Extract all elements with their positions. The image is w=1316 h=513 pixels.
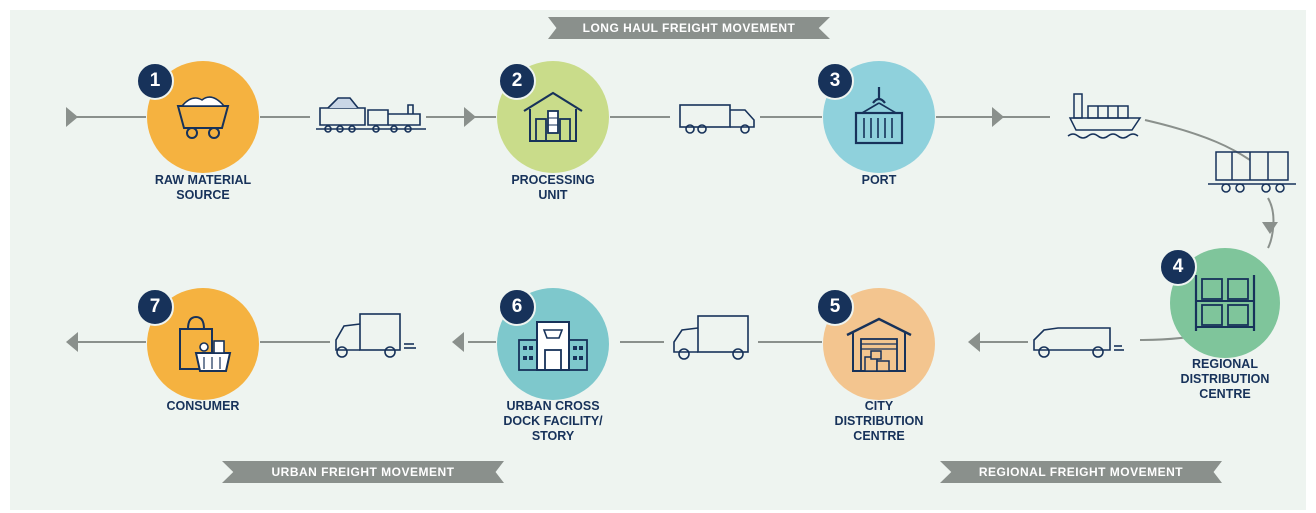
label-urban-cross-dock: URBAN CROSS DOCK FACILITY/ STORY: [503, 399, 603, 443]
ship-icon: [1067, 93, 1142, 139]
long-haul-banner: LONG HAUL FREIGHT MOVEMENT: [548, 17, 830, 39]
warehouse-icon: [846, 317, 912, 372]
badge-1: 1: [136, 62, 174, 100]
label-port: PORT: [861, 173, 897, 187]
flow-lines: [66, 93, 1296, 360]
arrow-start: [66, 107, 78, 127]
badge-3: 3: [816, 62, 854, 100]
label-city-distribution: CITY DISTRIBUTION CENTRE: [834, 399, 924, 443]
delivery-trike-icon: [335, 313, 416, 358]
regional-banner: REGIONAL FREIGHT MOVEMENT: [940, 461, 1222, 483]
node-consumer: [147, 288, 259, 400]
warehouse-shelves-icon: [1194, 275, 1256, 331]
label-regional-distribution: REGIONAL DISTRIBUTION CENTRE: [1180, 357, 1270, 401]
badge-7: 7: [136, 288, 174, 326]
freight-wagon-icon: [1208, 151, 1296, 193]
label-processing-unit: PROCESSING UNIT: [511, 173, 595, 202]
badge-4: 4: [1159, 248, 1197, 286]
freight-diagram: LONG HAUL FREIGHT MOVEMENT URBAN FREIGHT…: [10, 10, 1306, 510]
crane-container-icon: [854, 87, 904, 145]
node-city-distribution: [823, 288, 935, 400]
label-consumer: CONSUMER: [166, 399, 240, 413]
badge-5: 5: [816, 288, 854, 326]
van-icon: [1033, 327, 1124, 358]
mine-cart-icon: [176, 96, 230, 139]
factory-icon: [523, 91, 583, 142]
urban-banner: URBAN FREIGHT MOVEMENT: [222, 461, 504, 483]
shopping-bag-icon: [179, 315, 232, 372]
train-icon: [316, 97, 426, 133]
store-icon: [518, 321, 588, 371]
label-raw-material: RAW MATERIAL SOURCE: [154, 173, 252, 202]
box-truck-icon: [673, 315, 749, 360]
badge-6: 6: [498, 288, 536, 326]
truck-icon: [679, 104, 755, 134]
badge-2: 2: [498, 62, 536, 100]
